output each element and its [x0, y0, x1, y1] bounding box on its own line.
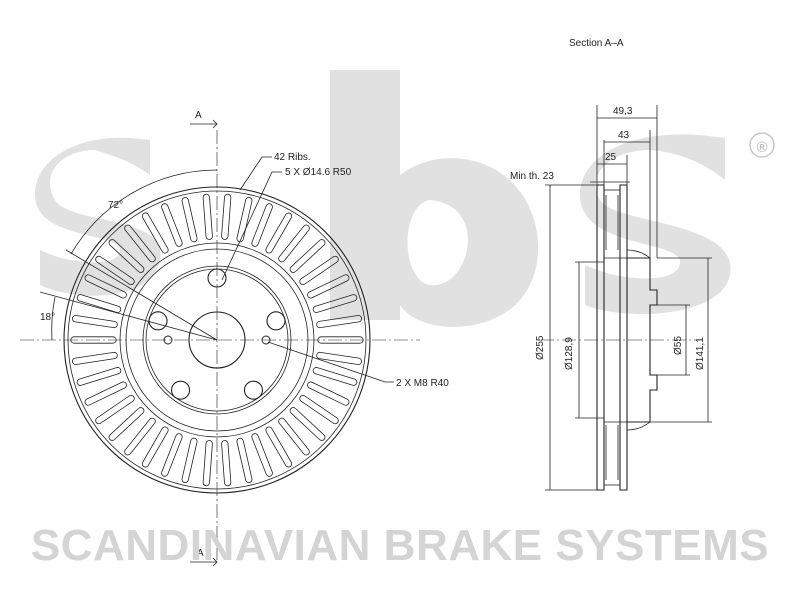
front-view: A A 72° 18° 42 Ribs. 5 X Ø14.6 R50 2 X M…: [20, 110, 449, 567]
cooling-rib: [299, 255, 339, 285]
thread-hole: [261, 335, 271, 345]
cooling-rib: [236, 197, 253, 243]
registered-circle-icon: [749, 132, 775, 158]
hat-outer-edge: [125, 248, 309, 432]
cooling-rib: [251, 203, 273, 247]
cooling-rib: [181, 197, 198, 243]
cooling-rib: [202, 193, 213, 240]
cooling-rib: [108, 407, 145, 441]
cooling-rib: [316, 351, 362, 365]
section-marker-bottom: A: [197, 548, 204, 559]
min-thickness-label: Min th. 23: [510, 171, 554, 182]
cooling-rib: [84, 274, 127, 299]
cooling-rib: [95, 255, 135, 285]
company-name-watermark: SCANDINAVIAN BRAKE SYSTEMS: [31, 521, 769, 570]
hat-junction: [604, 257, 627, 423]
cooling-rib: [124, 417, 156, 456]
cooling-rib: [95, 395, 135, 425]
wheel-bolt-hole: [171, 380, 191, 400]
disc-outer-edge: [63, 186, 371, 494]
wheel-bolt-hole: [243, 380, 263, 400]
ribs-leader: [239, 156, 272, 191]
cooling-rib: [265, 426, 293, 468]
cooling-rib: [316, 315, 362, 329]
cooling-rib: [251, 433, 273, 477]
cooling-rib: [202, 440, 213, 487]
sbs-watermark-logo: [35, 70, 731, 327]
angle-18-label: 18°: [40, 312, 55, 323]
cooling-rib: [278, 417, 310, 456]
bolt-holes-leader: [221, 171, 282, 281]
cooling-rib: [265, 212, 293, 254]
cooling-rib: [307, 381, 350, 406]
wheel-bolt-hole: [207, 268, 227, 288]
cooling-rib: [108, 239, 145, 273]
angle-18-arc: [51, 296, 56, 341]
cooling-rib: [84, 381, 127, 406]
cooling-rib: [312, 367, 358, 386]
cooling-rib: [278, 224, 310, 263]
cooling-rib: [141, 212, 169, 254]
cooling-ribs: [70, 193, 364, 487]
hat-fillets: [626, 249, 651, 431]
angle-72-arc: [70, 169, 218, 255]
thread-holes-leader: [267, 341, 394, 383]
wheel-bolt-hole: [148, 311, 168, 331]
cooling-rib: [221, 193, 232, 240]
cooling-rib: [236, 437, 253, 483]
cooling-rib: [299, 395, 339, 425]
dim-overall-width: 49,3: [613, 106, 633, 117]
dim-disc-thickness: 25: [605, 152, 617, 163]
registered-mark: ®: [756, 139, 767, 156]
disc-outer-edge-inner: [67, 190, 367, 490]
section-arrow-bottom-head-icon: [212, 557, 218, 567]
disc-inner-friction-edge: [119, 242, 315, 438]
cooling-rib: [76, 367, 122, 386]
cooling-rib: [289, 239, 326, 273]
cooling-rib: [124, 224, 156, 263]
angle-18-leg: [39, 291, 218, 341]
dim-hat-diameter: Ø141,1: [695, 337, 706, 370]
cooling-rib: [72, 315, 118, 329]
thread-hole: [163, 335, 173, 345]
cooling-rib: [317, 336, 364, 344]
vent-ribs: [605, 195, 619, 480]
hat-step-edge: [142, 265, 292, 415]
cooling-rib: [72, 351, 118, 365]
section-title: Section A–A: [569, 38, 624, 49]
inboard-friction-plate: [596, 184, 605, 491]
cooling-rib: [221, 440, 232, 487]
angle-72-label: 72°: [108, 200, 123, 211]
dim-outer-diameter: Ø255: [535, 335, 546, 360]
bolt-holes: [148, 268, 286, 400]
cooling-rib: [312, 294, 358, 313]
wheel-bolt-hole: [266, 311, 286, 331]
ribs-label: 42 Ribs.: [274, 152, 311, 163]
cooling-rib: [70, 336, 117, 344]
center-bore: [188, 311, 246, 369]
disc-cross-section: [596, 184, 658, 491]
cooling-rib: [141, 426, 169, 468]
cooling-rib: [181, 437, 198, 483]
dim-center-bore: Ø55: [673, 336, 684, 355]
dim-hat-width: 43: [618, 130, 630, 141]
thread-holes-label: 2 X M8 R40: [396, 378, 449, 389]
cooling-rib: [161, 203, 183, 247]
outboard-friction-plate: [619, 184, 628, 491]
cooling-rib: [161, 433, 183, 477]
angle-72-leg: [65, 249, 218, 341]
bolt-holes-label: 5 X Ø14.6 R50: [285, 167, 352, 178]
section-marker-top: A: [195, 110, 202, 121]
cooling-rib: [307, 274, 350, 299]
cooling-rib: [289, 407, 326, 441]
section-arrow-top-head-icon: [212, 119, 218, 129]
cooling-rib: [76, 294, 122, 313]
section-view: Section A–A 49,3 43 25: [510, 38, 712, 491]
dim-pcd: Ø128,9: [564, 337, 575, 370]
